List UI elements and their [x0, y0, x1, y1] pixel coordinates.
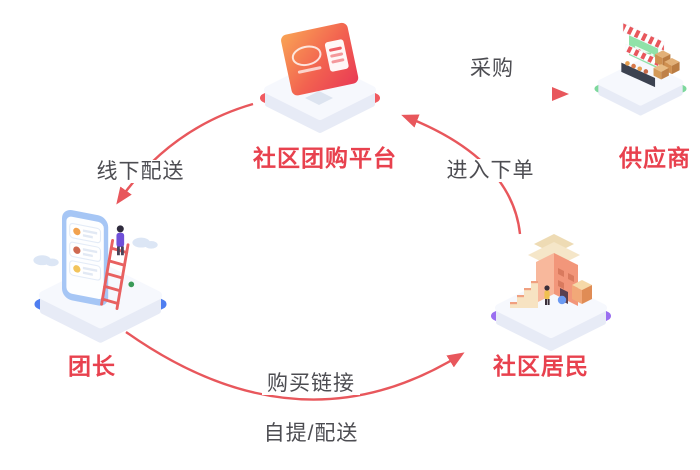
- building-icon: [528, 234, 580, 306]
- pos-card-platform-illustration: [260, 22, 380, 133]
- cloud-icon: [33, 237, 158, 267]
- node-label-platform: 社区团购平台: [253, 145, 397, 171]
- plant-icon: [128, 281, 135, 288]
- edge-label-procurement-text: 采购: [465, 57, 519, 80]
- edge-label-procurement: 采购: [442, 52, 542, 82]
- edge-label-purchase-link-text: 购买链接: [262, 372, 360, 395]
- node-label-supplier: 供应商: [619, 145, 691, 171]
- node-label-residents: 社区居民: [493, 353, 589, 379]
- slab-slot: [305, 91, 333, 105]
- edge-label-place-order: 进入下单: [418, 154, 563, 184]
- edge-label-pickup-delivery: 自提/配送: [240, 417, 382, 447]
- phone-ladder-illustration: [33, 209, 167, 343]
- edge-label-place-order-text: 进入下单: [441, 159, 540, 182]
- parcel-box-icon: [572, 280, 592, 304]
- edge-label-offline-delivery: 线下配送: [68, 155, 213, 185]
- resident-person-icon: [544, 285, 567, 305]
- stairs-icon: [510, 281, 538, 308]
- edge-label-offline-delivery-text: 线下配送: [91, 160, 190, 183]
- edge-label-purchase-link: 购买链接: [241, 367, 381, 397]
- edge-label-pickup-delivery-text: 自提/配送: [258, 422, 364, 445]
- community-building-illustration: [491, 234, 611, 351]
- person-on-ladder-icon: [116, 225, 125, 256]
- gradient-card-icon: [281, 22, 359, 96]
- market-stall-illustration: [594, 22, 687, 116]
- boxes-icon: [653, 50, 680, 80]
- phone-icon: [62, 209, 109, 306]
- node-label-leader: 团长: [68, 353, 116, 379]
